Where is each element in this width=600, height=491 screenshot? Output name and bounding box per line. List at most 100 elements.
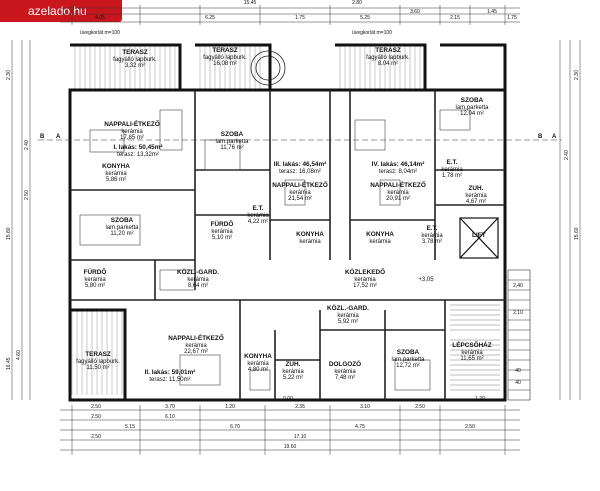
right-stair-block [507, 269, 531, 401]
room-name: SZOBA [220, 131, 244, 138]
room-terrace-2: TERASZ fagyálló lapburk. 16,08 m² [203, 47, 247, 68]
stair-hatching [450, 304, 500, 391]
room-finish: kerámia [211, 228, 233, 235]
room-name: ZUH. [285, 361, 301, 368]
dim-bottom-2: 1.20 [225, 404, 235, 410]
room-lepcsohaz: LÉPCSŐHÁZ kerámia 11,65 m² [452, 342, 491, 363]
dim-bottom-9: 6.70 [230, 424, 240, 430]
room-name: KÖZL.-GARD. [327, 305, 369, 312]
dim-bottom-14: 19.60 [283, 444, 297, 450]
room-name: E.T. [446, 159, 458, 166]
room-area: 22,67 m² [184, 349, 208, 355]
apartment-area: I. lakás: 50,45m² [113, 144, 163, 151]
room-area: 20,91 m² [386, 196, 410, 202]
room-furdo-2: FÜRDŐ kerámia 5,10 m² [210, 221, 234, 242]
dim-bottom-13: 17.10 [293, 434, 307, 440]
room-name: E.T. [252, 205, 264, 212]
room-area: 1,78 m² [441, 173, 463, 179]
room-area: 11,20 m² [110, 231, 134, 237]
level-mark-2: 0,00 [283, 396, 293, 402]
dim-top-1: 2.80 [352, 0, 362, 6]
room-nappali-2: NAPPALI-ÉTKEZŐ kerámia 22,67 m² [168, 335, 224, 356]
room-finish: fagyálló lapburk. [76, 358, 120, 365]
furniture [79, 109, 471, 391]
apartment-terrace: terasz: 16,08m² [279, 168, 321, 175]
side-label-1: 2,10 [513, 310, 523, 316]
room-konyha-2: KONYHA kerámia 4,80 m² [244, 353, 272, 374]
section-mark-left-a: A [56, 134, 61, 140]
room-name: NAPPALI-ÉTKEZŐ [272, 182, 328, 189]
round-table [250, 50, 286, 86]
apartment-1-label: I. lakás: 50,45m² terasz: 13,32m² [113, 144, 163, 158]
dim-left-0: 2.30 [6, 70, 12, 80]
room-name: E.T. [426, 225, 438, 232]
room-terrace-4: TERASZ fagyálló lapburk. 11,50 m² [76, 351, 120, 372]
apartment-area: IV. lakás: 46,14m² [371, 161, 425, 168]
room-name: FÜRDŐ [210, 221, 234, 228]
room-et-4b: E.T. kerámia 3,78 m² [421, 225, 443, 246]
room-et-4: E.T. kerámia 1,78 m² [441, 159, 463, 180]
dim-bottom-8: 5.15 [125, 424, 135, 430]
dim-bottom-4: 3.10 [360, 404, 370, 410]
side-label-0: 2,40 [513, 283, 523, 289]
side-label-3: 40 [515, 380, 521, 386]
room-zuh-2: ZUH. kerámia 5,22 m² [282, 361, 304, 382]
room-area: 8,64 m² [187, 283, 209, 289]
room-finish: lam.parketta [391, 356, 425, 363]
room-area: 3,78 m² [421, 239, 443, 245]
room-name: TERASZ [212, 47, 238, 54]
room-area: 7,48 m² [334, 375, 356, 381]
dim-bottom-5: 2.50 [415, 404, 425, 410]
room-finish: fagyálló lapburk. [203, 54, 247, 61]
room-area: 5,86 m² [105, 177, 127, 183]
room-finish: kerámia [441, 166, 463, 173]
dim-top-6: 1.75 [295, 15, 305, 21]
room-name: NAPPALI-ÉTKEZŐ [370, 182, 426, 189]
dim-bottom-12: 2.50 [91, 434, 101, 440]
dim-bottom-11: 2.50 [465, 424, 475, 430]
exterior-walls [68, 43, 507, 402]
level-mark: +3,05 [418, 277, 434, 283]
room-finish: kerámia [247, 212, 269, 219]
dim-top-2: 3.60 [410, 9, 420, 15]
room-area: 8,04 m² [377, 61, 399, 67]
room-finish: kerámia [334, 368, 356, 375]
room-kozl-gard-2: KÖZL.-GARD. kerámia 5,92 m² [327, 305, 369, 326]
apartment-area: II. lakás: 59,01m² [144, 369, 196, 376]
room-area: 11,50 m² [86, 365, 110, 371]
room-kozlekedo: KÖZLEKEDŐ kerámia 17,52 m² [345, 269, 385, 290]
apartment-3-label: III. lakás: 46,54m² terasz: 16,08m² [274, 161, 327, 175]
dim-top-8: 2.15 [450, 15, 460, 21]
dim-left-5: 2.50 [24, 190, 30, 200]
room-name: NAPPALI-ÉTKEZŐ [168, 335, 224, 342]
room-area: 12,72 m² [396, 363, 420, 369]
room-nappali-4: NAPPALI-ÉTKEZŐ kerámia 20,91 m² [370, 182, 426, 203]
room-finish: kerámia [282, 368, 304, 375]
room-name: SZOBA [110, 217, 134, 224]
dim-bottom-10: 4.75 [355, 424, 365, 430]
apartment-2-label: II. lakás: 59,01m² terasz: 11,50m² [144, 369, 196, 383]
room-area: 21,54 m² [288, 196, 312, 202]
room-finish: fagyálló lapburk. [113, 56, 157, 63]
room-area: 5,92 m² [337, 319, 359, 325]
dim-left-1: 15.80 [6, 227, 12, 240]
apartment-4-label: IV. lakás: 46,14m² terasz: 8,04m² [371, 161, 425, 175]
room-area: 11,76 m² [220, 145, 244, 151]
room-finish: kerámia [247, 360, 269, 367]
section-mark-left-b: B [40, 134, 45, 140]
room-finish: kerámia [185, 342, 207, 349]
room-finish: lam.parketta [455, 104, 489, 111]
side-label-4: 1,20 [475, 396, 485, 402]
room-szoba-1: SZOBA lam.parketta 11,20 m² [105, 217, 138, 238]
room-zuh-4: ZUH. kerámia 4,67 m² [465, 185, 486, 206]
room-nappali-1: NAPPALI-ÉTKEZŐ kerámia 17,85 m² [104, 121, 160, 142]
apartment-terrace: terasz: 8,04m² [378, 168, 418, 175]
room-konyha-3: KONYHA kerámia [296, 231, 324, 245]
room-nappali-3: NAPPALI-ÉTKEZŐ kerámia 21,54 m² [272, 182, 328, 203]
dim-bottom-3: 2.35 [295, 404, 305, 410]
room-area: 17,85 m² [120, 135, 144, 141]
room-name: NAPPALI-ÉTKEZŐ [104, 121, 160, 128]
room-finish: kerámia [387, 189, 409, 196]
room-szoba-3: SZOBA lam.parketta 12,72 m² [391, 349, 425, 370]
